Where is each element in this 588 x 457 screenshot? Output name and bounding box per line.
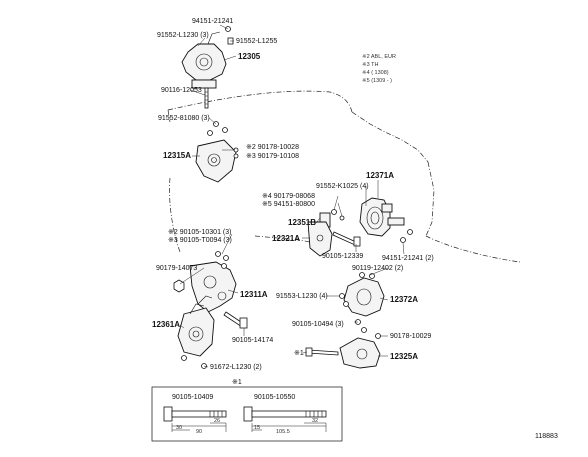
label-12305: 12305 — [238, 52, 261, 61]
label-12311A: 12311A — [240, 290, 268, 299]
applicability-legend: ※2 ABL, EUR ※3 TH ※4 ( 1308) ※5 (1309 - … — [362, 53, 396, 84]
label-12371A: 12371A — [366, 171, 394, 180]
dim-a: 30 — [176, 425, 182, 431]
leader-lines — [179, 24, 405, 368]
label-94151-21241-right: 94151-21241 (2) — [382, 255, 434, 262]
nuts-94151-21241-right[interactable] — [400, 229, 413, 243]
bracket-12325A[interactable] — [305, 337, 381, 369]
label-91553-L1230: 91553-L1230 (4) — [276, 293, 328, 300]
label-12361A: 12361A — [152, 320, 180, 329]
bolt-90105-12339[interactable] — [332, 231, 361, 247]
detail-marker: ※1 — [232, 379, 242, 386]
label-90179-14073: 90179-14073 — [156, 265, 197, 272]
bolts-91672-L1230[interactable] — [181, 355, 207, 369]
dim-a: 15 — [254, 425, 260, 431]
detail-part-no: 90105-10409 — [172, 394, 213, 401]
label-90116-12053: 90116-12053 — [161, 87, 202, 94]
engine-mount-12305[interactable] — [181, 31, 227, 89]
nut-90178-10029[interactable] — [375, 333, 381, 339]
legend-note: ※3 TH — [362, 61, 378, 68]
detail-bolt-90105-10409: 90105-10409 30 90 26 — [163, 394, 227, 435]
mount-12372A[interactable] — [343, 272, 385, 317]
legend-note: ※5 (1309 - ) — [362, 77, 392, 84]
figure-id: 118883 — [535, 433, 558, 440]
dim-b: 105.5 — [276, 429, 290, 435]
label-90105-T0094: ※3 90105-T0094 (3) — [168, 237, 232, 244]
label-90178-10029: 90178-10029 — [390, 333, 431, 340]
label-90105-14174: 90105-14174 — [232, 337, 273, 344]
detail-part-no: 90105-10550 — [254, 394, 295, 401]
bolts-91552-81080[interactable] — [207, 121, 228, 136]
label-90179-10108: ※3 90179-10108 — [246, 153, 299, 160]
dim-b: 90 — [196, 429, 202, 435]
label-marker-1: ※1 — [294, 350, 304, 357]
nut-90179-14073[interactable] — [173, 279, 185, 293]
label-91552-L1230: 91552-L1230 (3) — [157, 32, 209, 39]
legend-note: ※2 ABL, EUR — [362, 53, 396, 60]
label-12325A: 12325A — [390, 352, 418, 361]
mount-12371A[interactable] — [359, 197, 405, 237]
stud-90116-12053[interactable] — [204, 87, 209, 109]
label-90119-12402: 90119-12402 (2) — [352, 265, 403, 272]
label-91552-L1255: 91552-L1255 — [236, 38, 277, 45]
label-12351B: 12351B — [288, 218, 316, 227]
legend-note: ※4 ( 1308) — [362, 69, 389, 76]
label-90105-12339: 90105-12339 — [322, 253, 363, 260]
dim-c: 32 — [312, 418, 318, 424]
label-90178-10028: ※2 90178-10028 — [246, 144, 299, 151]
label-12321A: 12321A — [272, 234, 300, 243]
label-91672-L1230: 91672-L1230 (2) — [210, 364, 262, 371]
bolts-90105-10494[interactable] — [355, 319, 367, 333]
bolt-90105-14174[interactable] — [223, 311, 248, 329]
label-12372A: 12372A — [390, 295, 418, 304]
part-labels: 94151-21241 91552-L1230 (3) 91552-L1255 … — [152, 18, 434, 371]
label-91552-K1025: 91552-K1025 (4) — [316, 183, 369, 190]
bracket-12315A[interactable] — [195, 139, 239, 183]
label-90105-10301: ※2 90105-10301 (3) — [168, 229, 231, 236]
detail-bolt-90105-10550: 90105-10550 15 105.5 32 — [243, 394, 327, 435]
label-94151-21241: 94151-21241 — [192, 18, 233, 25]
nuts-90105-10301[interactable] — [215, 251, 229, 269]
label-90179-08068: ※4 90179-08068 — [262, 193, 315, 200]
label-12315A: 12315A — [163, 151, 191, 160]
bolt-detail-box: ※1 90105-10409 30 90 26 90105-10550 15 1… — [151, 379, 343, 442]
label-94151-80800: ※5 94151-80800 — [262, 201, 315, 208]
bracket-12321A[interactable] — [307, 221, 333, 257]
label-91552-81080: 91552-81080 (3) — [158, 115, 210, 122]
bracket-12361A[interactable] — [177, 303, 215, 357]
label-90105-10494: 90105-10494 (3) — [292, 321, 344, 328]
bolts-91553-L1230[interactable] — [339, 293, 349, 307]
dim-c: 26 — [214, 418, 220, 424]
